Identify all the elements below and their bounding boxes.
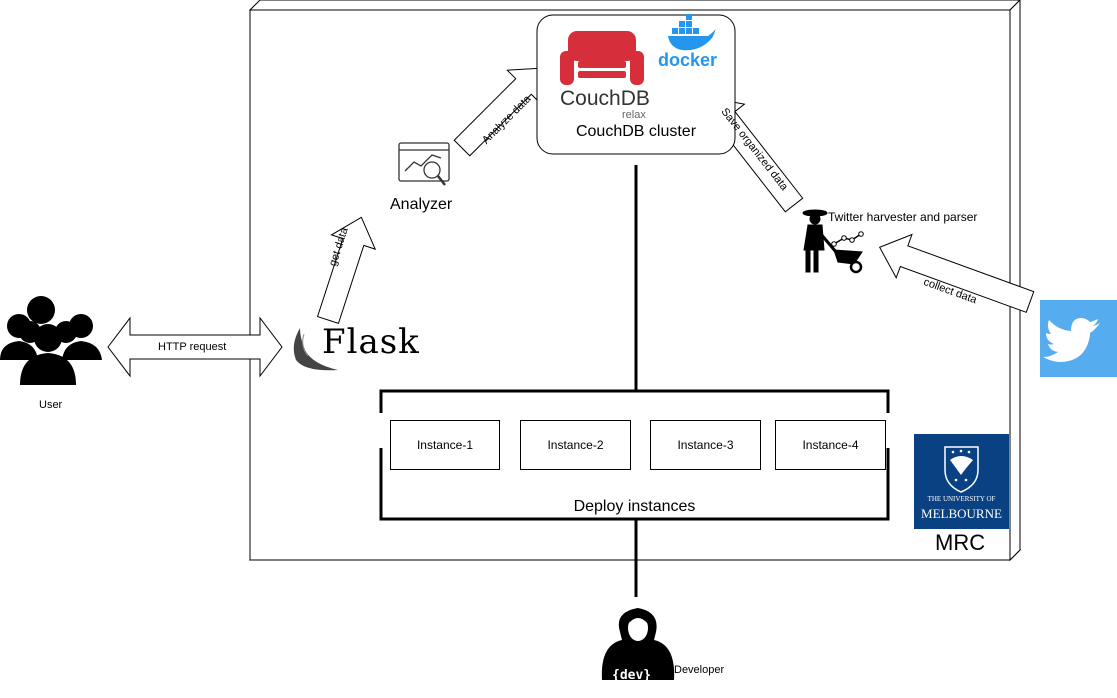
deploy-bracket: [379, 389, 890, 521]
harvester-label: Twitter harvester and parser: [828, 210, 978, 224]
instance-box: Instance-1: [390, 420, 500, 470]
couchdb-cluster-label: CouchDB cluster: [575, 123, 697, 140]
mrc-label: MRC: [935, 530, 986, 555]
analyzer-icon: [398, 142, 450, 186]
instance-box: Instance-2: [520, 420, 631, 470]
analyzer-label: Analyzer: [390, 196, 453, 213]
melbourne-logo-line2: MELBOURNE: [921, 506, 1002, 521]
melbourne-logo: [914, 434, 1009, 529]
flask-wordmark: Flask: [322, 322, 420, 362]
couchdb-brand-text: CouchDB: [560, 87, 650, 110]
melbourne-logo-line1: THE UNIVERSITY OF: [927, 495, 996, 503]
user-group-icon: [0, 296, 102, 385]
http-request-arrow: [107, 316, 283, 378]
developer-label: Developer: [674, 664, 725, 676]
instance-box: Instance-3: [650, 420, 761, 470]
collect-data-arrow: [878, 233, 1035, 313]
instance-box: Instance-4: [775, 420, 886, 470]
couchdb-logo: [560, 31, 644, 85]
couchdb-tagline-text: relax: [622, 109, 646, 121]
http-request-label: HTTP request: [158, 341, 227, 353]
user-label: User: [39, 399, 63, 411]
deploy-instances-label: Deploy instances: [573, 498, 696, 515]
docker-icon: [668, 14, 716, 51]
docker-wordmark: docker: [658, 50, 718, 70]
twitter-logo-icon: [1040, 300, 1117, 377]
developer-badge: {dev}: [612, 668, 652, 683]
harvester-icon: [802, 209, 864, 274]
flask-horn-icon: [293, 328, 338, 371]
developer-icon: [601, 608, 675, 680]
get-data-arrow: [316, 216, 377, 325]
